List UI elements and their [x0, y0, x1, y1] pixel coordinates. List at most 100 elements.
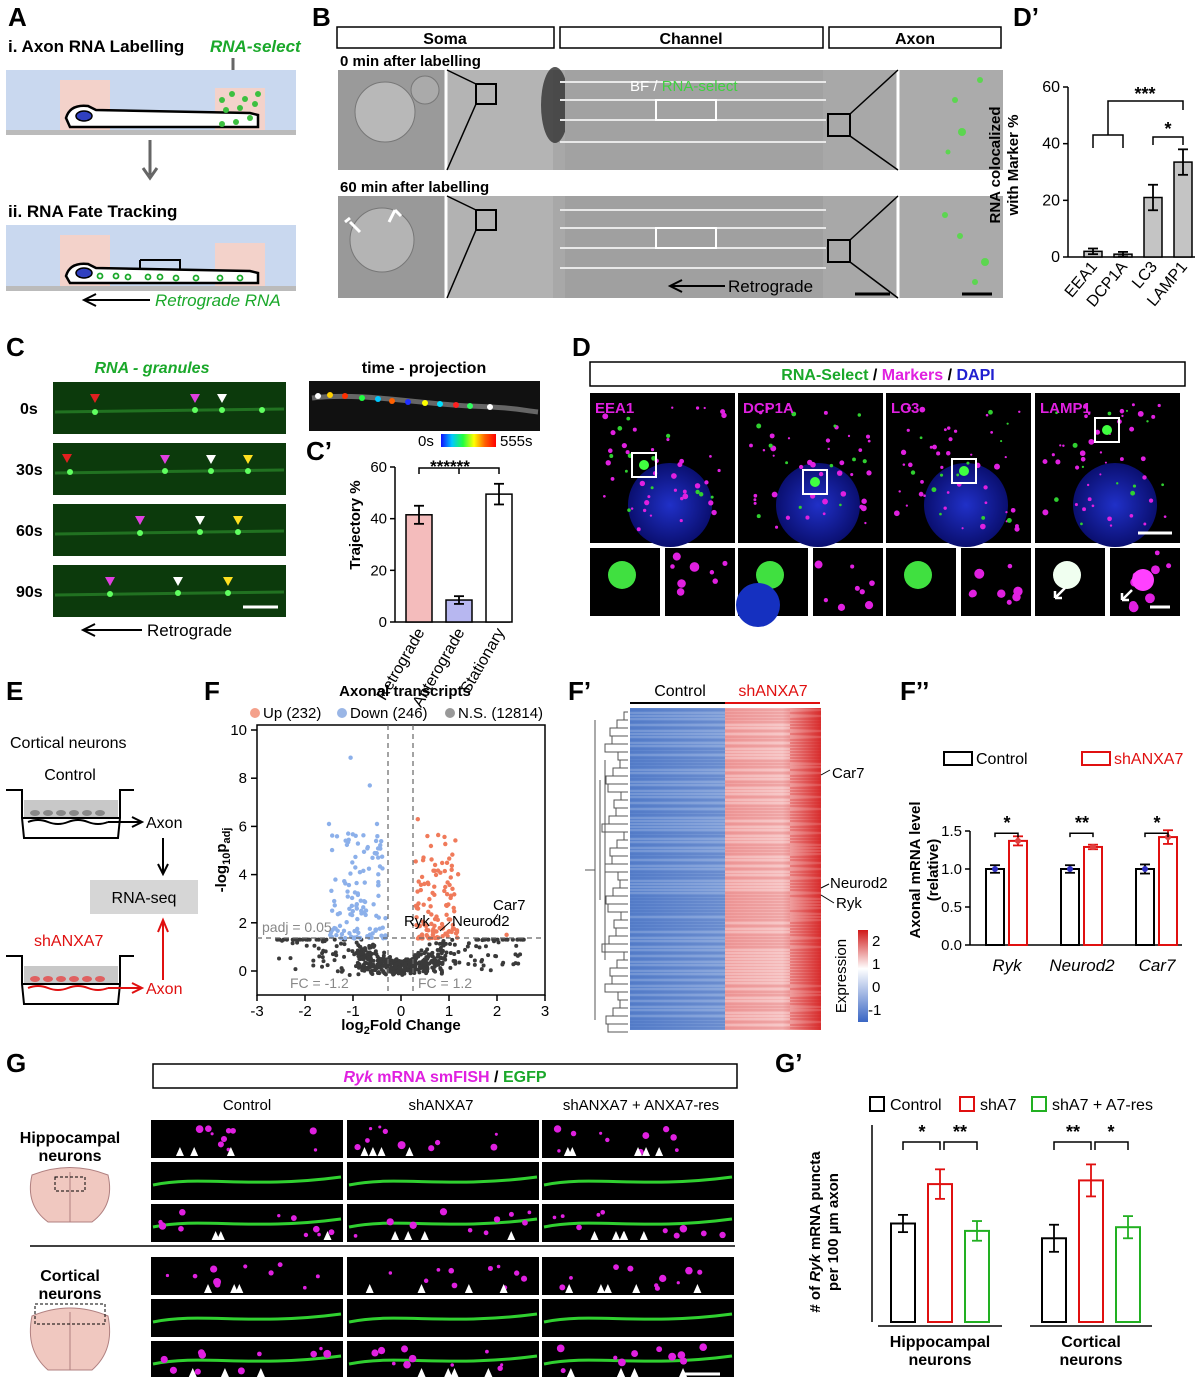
rna-puncta: [695, 489, 700, 495]
down-point: [348, 871, 353, 876]
ns-point: [377, 957, 382, 962]
inset-nucleus: [736, 583, 780, 627]
ns-point: [368, 961, 373, 966]
time-colorbar: [441, 434, 496, 447]
heatmap-gene-car7: Car7: [832, 765, 865, 782]
down-point: [345, 889, 350, 894]
ryk-mrna-puncta: [719, 1231, 726, 1239]
up-point: [429, 912, 434, 917]
x-tick-label: -2: [298, 1003, 311, 1020]
arrow-icon: [1120, 589, 1133, 602]
ryk-mrna-puncta: [313, 1148, 318, 1152]
ns-point: [325, 963, 330, 968]
down-point: [354, 880, 359, 886]
marker-puncta: [708, 500, 714, 506]
up-point: [444, 860, 450, 866]
inset-marker-puncta: [814, 560, 823, 569]
rna-puncta: [1006, 422, 1009, 425]
ryk-mrna-puncta: [323, 1349, 332, 1358]
arrowhead-marker: [391, 1231, 400, 1240]
marker-puncta: [1074, 503, 1078, 507]
down-point: [350, 860, 355, 865]
marker-puncta: [818, 471, 824, 477]
ns-point: [368, 969, 373, 974]
down-point: [358, 898, 363, 903]
padj-annotation: padj = 0.05: [262, 919, 332, 935]
sig-stars: *: [1107, 1122, 1114, 1142]
marker-puncta: [827, 447, 830, 451]
down-point: [363, 908, 369, 913]
ns-point: [444, 950, 449, 955]
marker-puncta: [1142, 475, 1147, 480]
outlier-point: [415, 816, 420, 822]
ryk-mrna-puncta: [685, 1266, 693, 1275]
rna-dots-top: [219, 91, 261, 127]
ns-point: [466, 961, 471, 966]
dendrogram-branch: [623, 831, 628, 841]
up-point: [449, 867, 454, 873]
down-point: [375, 855, 381, 860]
ryk-mrna-puncta: [613, 1355, 618, 1360]
rna-puncta: [1054, 497, 1059, 502]
ns-point: [426, 961, 431, 966]
marker-puncta: [1084, 414, 1088, 419]
ryk-mrna-puncta: [439, 1208, 448, 1216]
data-point: [1090, 843, 1096, 850]
legend-g-control: Control: [890, 1097, 942, 1114]
marker-puncta: [753, 493, 758, 498]
arrowhead-marker: [404, 1231, 413, 1240]
ryk-mrna-puncta: [302, 1285, 307, 1290]
data-point: [1142, 866, 1148, 872]
arrowhead-marker: [464, 1284, 473, 1293]
marker-puncta: [1129, 513, 1134, 518]
up-point: [414, 915, 419, 920]
ryk-mrna-puncta: [368, 1126, 373, 1131]
marker-puncta: [905, 504, 908, 507]
marker-puncta: [918, 491, 924, 497]
rna-select-label: RNA-select: [210, 37, 302, 56]
left-arrow-icon: [81, 293, 150, 307]
rna-puncta: [798, 505, 802, 509]
sig-bracket: [943, 1141, 978, 1150]
ns-point: [496, 940, 501, 945]
heatmap-shanxa7-label: shANXA7: [738, 683, 807, 700]
up-point: [442, 868, 448, 874]
bar-car7-shanxa7: [1158, 836, 1178, 947]
ryk-mrna-puncta: [226, 1147, 231, 1152]
marker-puncta: [908, 462, 913, 468]
inset-marker-puncta: [709, 570, 715, 575]
egfp-axon: [348, 1217, 538, 1229]
ns-point: [293, 967, 298, 972]
ns-point: [371, 962, 376, 967]
arrowhead-marker: [450, 1368, 459, 1377]
inset-marker-puncta: [676, 588, 685, 596]
down-point: [334, 933, 339, 938]
f-dprime-ylabel-1: Axonal mRNA level: [907, 802, 924, 939]
marker-puncta: [1079, 450, 1086, 457]
down-point: [357, 870, 363, 875]
dendrogram-branch: [608, 935, 628, 945]
heatmap-control-block: [630, 708, 725, 1030]
up-point: [428, 843, 434, 849]
panel-b: Soma Channel Axon 0 min after labelling …: [336, 26, 1003, 299]
ryk-mrna-puncta: [679, 1225, 688, 1233]
arrowhead-marker: [596, 1284, 605, 1293]
data-point: [992, 866, 998, 872]
ryk-mrna-puncta: [195, 1125, 204, 1133]
down-point: [329, 908, 335, 913]
marker-puncta: [1088, 438, 1095, 445]
data-point: [1067, 866, 1073, 872]
ns-point: [429, 958, 434, 963]
rna-puncta: [1072, 442, 1078, 448]
arrowhead-marker: [360, 1147, 369, 1156]
ns-point: [452, 951, 457, 956]
marker-puncta: [983, 485, 988, 490]
ryk-mrna-puncta: [576, 1224, 582, 1231]
marker-puncta: [1086, 483, 1090, 487]
marker-puncta: [603, 494, 606, 498]
legend-control-swatch: [943, 751, 973, 766]
legend-down-dot: [337, 708, 347, 718]
marker-puncta: [1148, 498, 1154, 503]
up-point: [421, 902, 426, 907]
arrowhead-marker: [693, 1284, 702, 1293]
